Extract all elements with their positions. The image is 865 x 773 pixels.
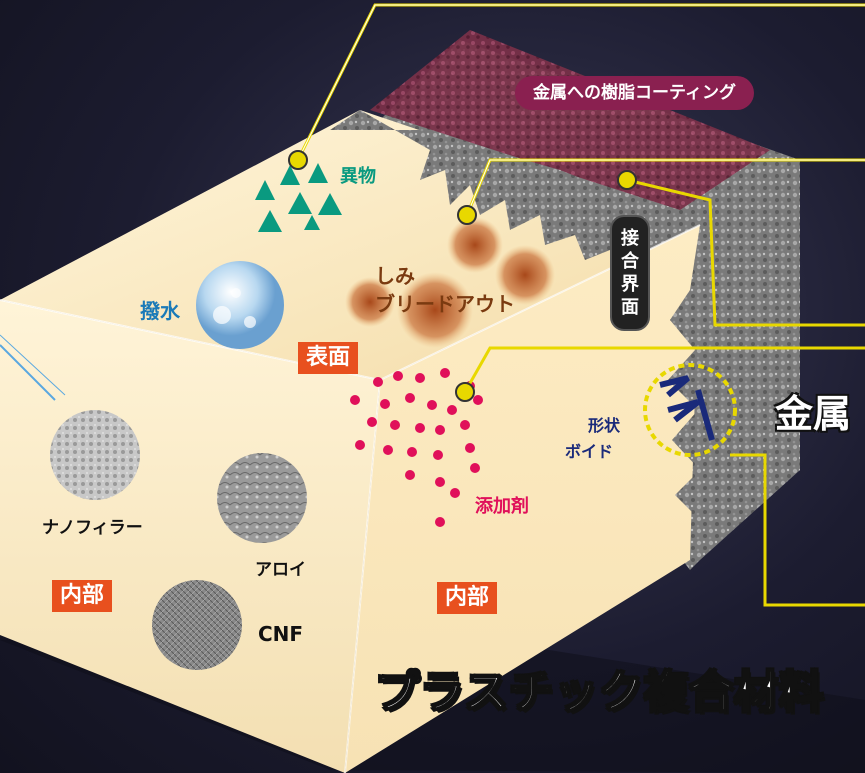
stain-spots [345, 217, 555, 348]
void-highlight [643, 363, 737, 457]
main-title: プラスチック複合材料 [374, 666, 825, 719]
shape-label: 形状 [588, 416, 621, 435]
surface-tag: 表面 [298, 342, 359, 374]
bleed-out-label: ブリードアウト [375, 292, 515, 316]
foreign-label: 異物 [340, 166, 376, 187]
alloy-label: アロイ [255, 560, 306, 580]
stain-label: しみ [375, 264, 415, 288]
alloy-image [217, 453, 307, 543]
nano-filler-image [50, 410, 140, 500]
additive-label: 添加剤 [475, 496, 529, 517]
leader-anchors [288, 150, 637, 402]
coating-label: 金属への樹脂コーティング [515, 76, 754, 110]
interface-jagged-front [668, 190, 800, 560]
resin-coating-layer [370, 30, 770, 210]
cnf-image [152, 580, 242, 670]
foreign-particles [255, 163, 342, 232]
interior-tag-front: 内部 [437, 582, 498, 614]
block-front-face [345, 225, 700, 773]
void-label: ボイド [565, 442, 614, 461]
nano-filler-label: ナノフィラー [42, 518, 143, 538]
void-marks [659, 375, 715, 441]
interface-jagged-top [330, 110, 700, 285]
interior-tag-left: 内部 [52, 580, 113, 612]
water-repellent-label: 撥水 [140, 299, 180, 323]
interface-label: 接合界面 [610, 215, 650, 331]
water-repellent-sphere [196, 261, 284, 349]
cnf-label: CNF [258, 622, 304, 646]
metal-label: 金属 [775, 392, 852, 436]
